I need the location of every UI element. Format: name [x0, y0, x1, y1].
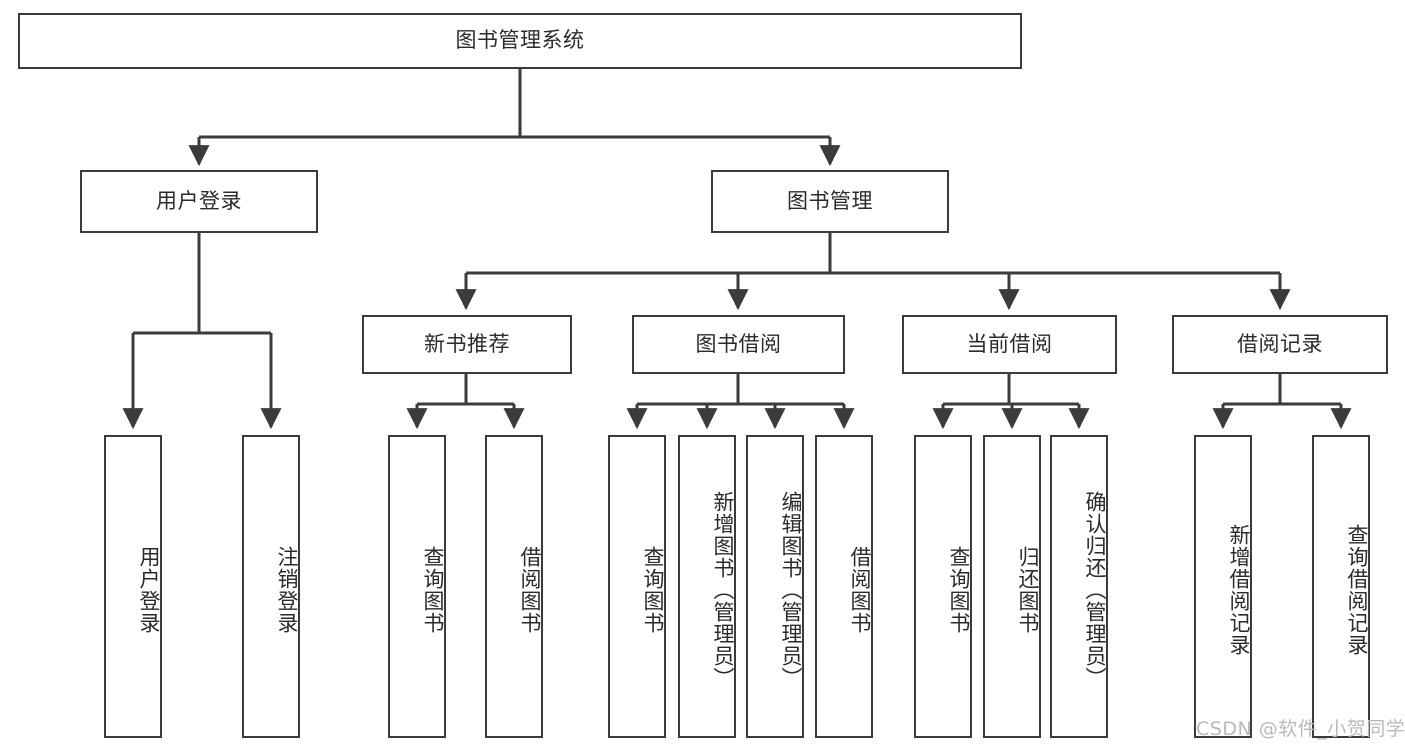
node-leaf-query-record-label: 查询借阅记录 — [1345, 523, 1369, 656]
node-borrow-record[interactable]: 借阅记录 — [1172, 315, 1388, 374]
node-user-login[interactable]: 用户登录 — [80, 170, 318, 233]
node-book-borrow[interactable]: 图书借阅 — [632, 315, 845, 374]
node-book-borrow-label: 图书借阅 — [695, 331, 782, 356]
node-leaf-query-book-3[interactable]: 查询图书 — [914, 435, 972, 738]
node-leaf-return-book[interactable]: 归还图书 — [983, 435, 1041, 738]
node-leaf-edit-book[interactable]: 编辑图书（管理员） — [746, 435, 804, 738]
node-leaf-user-login[interactable]: 用户登录 — [104, 435, 162, 738]
node-leaf-logout[interactable]: 注销登录 — [242, 435, 300, 738]
node-leaf-query-book-1[interactable]: 查询图书 — [388, 435, 446, 738]
node-leaf-return-book-label: 归还图书 — [1016, 545, 1040, 634]
node-new-book-recommend[interactable]: 新书推荐 — [362, 315, 572, 374]
node-book-management-label: 图书管理 — [787, 188, 873, 213]
node-current-borrow-label: 当前借阅 — [966, 331, 1053, 356]
node-book-management[interactable]: 图书管理 — [711, 170, 949, 233]
node-leaf-logout-label: 注销登录 — [275, 545, 299, 634]
node-leaf-borrow-book-1-label: 借阅图书 — [518, 545, 542, 634]
node-new-book-recommend-label: 新书推荐 — [424, 331, 510, 356]
node-leaf-confirm-return[interactable]: 确认归还（管理员） — [1050, 435, 1108, 738]
node-current-borrow[interactable]: 当前借阅 — [902, 315, 1117, 374]
node-leaf-borrow-book-1[interactable]: 借阅图书 — [485, 435, 543, 738]
node-borrow-record-label: 借阅记录 — [1237, 331, 1323, 356]
node-root-label: 图书管理系统 — [455, 28, 585, 53]
node-root[interactable]: 图书管理系统 — [18, 13, 1022, 69]
node-leaf-add-book[interactable]: 新增图书（管理员） — [678, 435, 736, 738]
node-leaf-add-record-label: 新增借阅记录 — [1227, 523, 1251, 656]
node-leaf-borrow-book-2[interactable]: 借阅图书 — [815, 435, 873, 738]
node-leaf-query-book-3-label: 查询图书 — [947, 545, 971, 634]
node-leaf-query-record[interactable]: 查询借阅记录 — [1312, 435, 1370, 738]
node-leaf-confirm-return-label: 确认归还（管理员） — [1083, 490, 1107, 689]
node-leaf-user-login-label: 用户登录 — [137, 545, 161, 634]
node-leaf-add-book-label: 新增图书（管理员） — [711, 490, 735, 689]
node-leaf-add-record[interactable]: 新增借阅记录 — [1194, 435, 1252, 738]
node-leaf-query-book-1-label: 查询图书 — [421, 545, 445, 634]
csdn-watermark: CSDN @软件_小贺同学 — [1196, 718, 1405, 740]
node-user-login-label: 用户登录 — [156, 188, 242, 213]
node-leaf-edit-book-label: 编辑图书（管理员） — [779, 490, 803, 689]
node-leaf-borrow-book-2-label: 借阅图书 — [848, 545, 872, 634]
node-leaf-query-book-2-label: 查询图书 — [641, 545, 665, 634]
node-leaf-query-book-2[interactable]: 查询图书 — [608, 435, 666, 738]
